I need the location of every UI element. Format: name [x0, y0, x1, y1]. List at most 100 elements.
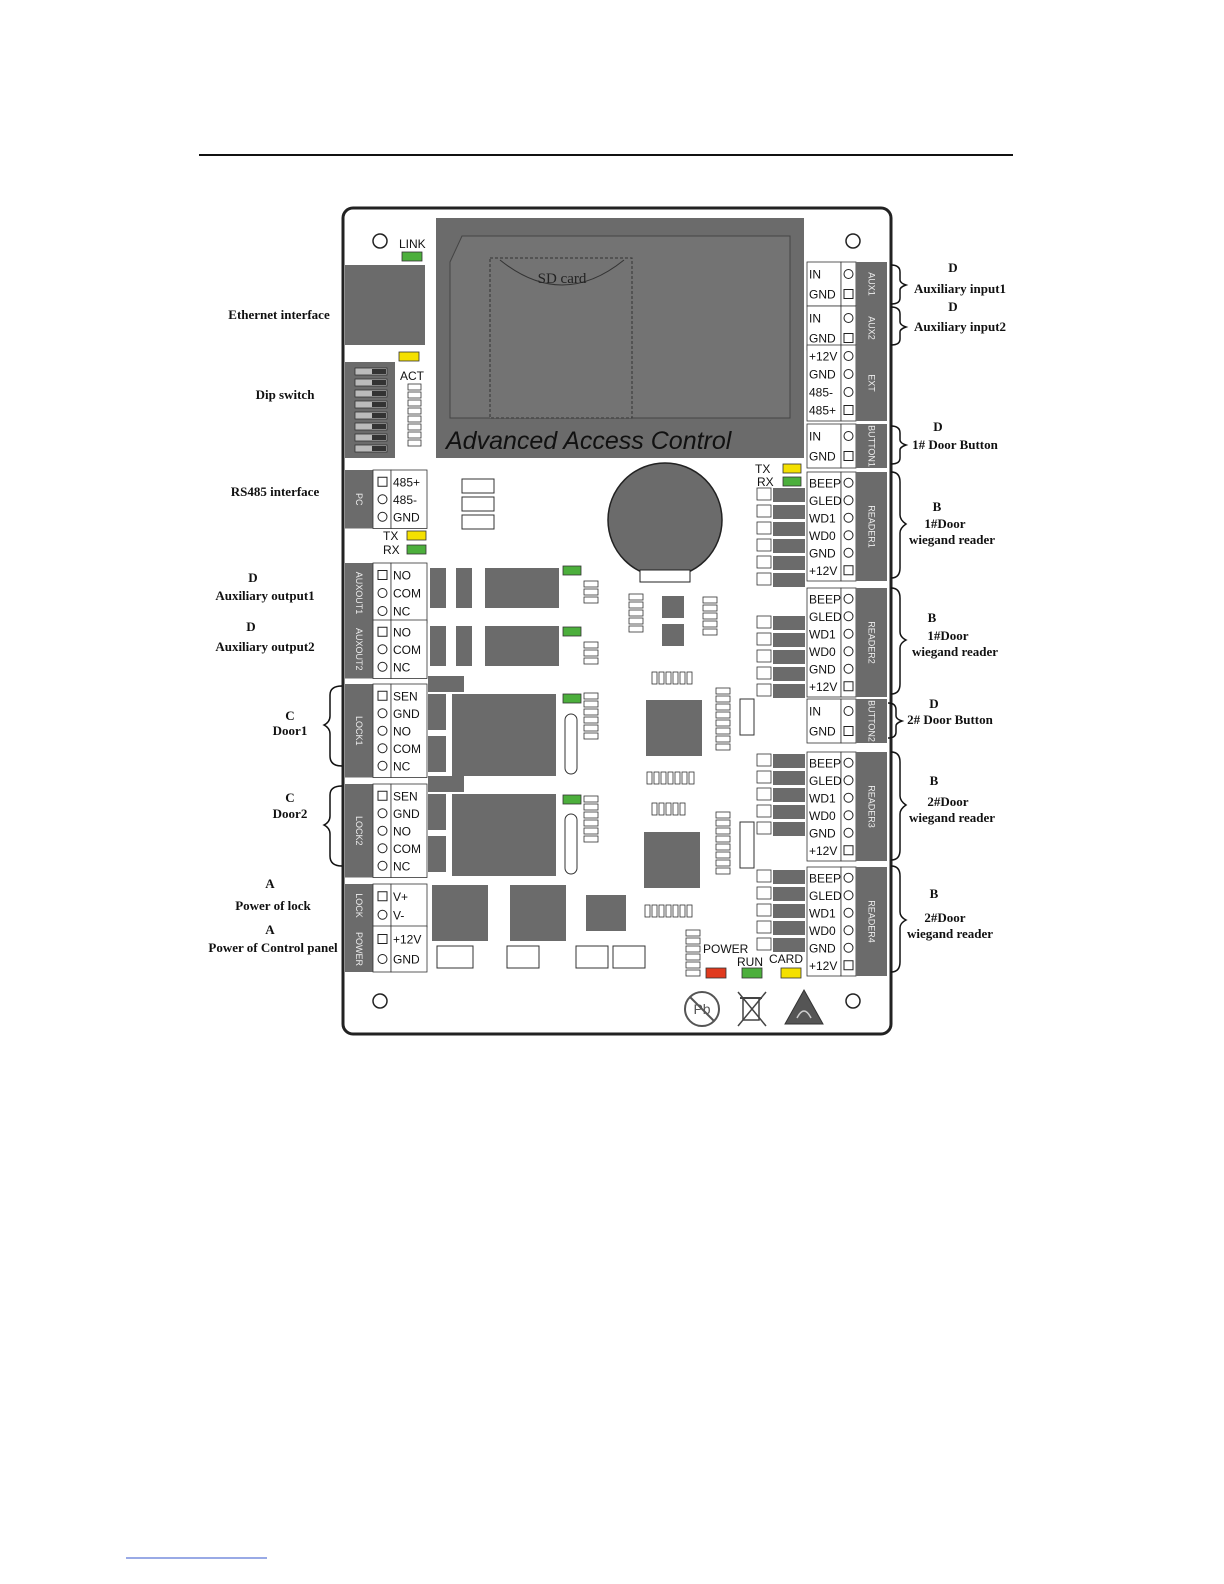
svg-text:Pb: Pb — [693, 1001, 710, 1017]
terminal-hole — [843, 646, 854, 657]
pad — [715, 719, 731, 727]
rx-led-label-left: RX — [383, 543, 400, 557]
terminal-hole — [843, 313, 854, 323]
terminal-square — [843, 681, 854, 692]
connector-tag-label: AUXOUT1 — [354, 572, 364, 615]
pin-label: GLED — [809, 494, 842, 508]
pin-label: GND — [809, 826, 836, 840]
pin-label: +12V — [809, 350, 837, 364]
terminal-square — [843, 726, 854, 736]
connector-tag-label: EXT — [867, 374, 877, 392]
pad — [583, 724, 599, 732]
board-title: Advanced Access Control — [444, 427, 733, 455]
dip-annotation: Dip switch — [256, 387, 316, 402]
pin-label: V- — [393, 908, 404, 922]
pad — [685, 929, 701, 937]
terminal-hole — [377, 843, 388, 854]
terminal-square — [377, 626, 388, 637]
pin-label: WD0 — [809, 645, 836, 659]
pad — [672, 802, 679, 816]
pad — [715, 743, 731, 751]
pad — [583, 692, 599, 700]
relay-auxout1 — [485, 568, 559, 608]
battery-clip — [639, 569, 691, 583]
lockpower-annotation: Power of lock — [235, 898, 311, 913]
terminal-hole — [843, 925, 854, 936]
pad — [407, 439, 422, 447]
pin-label: +12V — [393, 933, 421, 947]
run-led-label: RUN — [737, 955, 763, 969]
dip-lever — [354, 389, 388, 398]
tx-led-label-left: TX — [383, 529, 398, 543]
right-annotations: D Auxiliary input1 D Auxiliary input2 D … — [887, 260, 1006, 973]
pad — [658, 904, 665, 918]
terminal-hole — [377, 954, 388, 964]
pad — [583, 819, 599, 827]
connector-tag-label: POWER — [354, 932, 364, 967]
component — [436, 945, 474, 969]
component — [739, 698, 755, 736]
pin-label: IN — [809, 705, 821, 719]
power-led — [705, 967, 727, 979]
connector-tag-label: READER2 — [867, 621, 877, 664]
link-led-label: LINK — [399, 237, 426, 251]
pad — [756, 666, 772, 680]
mount-hole — [845, 993, 861, 1009]
pad — [644, 904, 651, 918]
component — [773, 539, 805, 553]
component — [773, 805, 805, 819]
btn1-annotation: 1# Door Button — [912, 437, 998, 452]
connector-tag-bg — [856, 306, 887, 350]
mount-hole — [372, 993, 388, 1009]
terminal-hole — [843, 431, 854, 441]
pad — [756, 632, 772, 646]
aux1-brace — [890, 264, 909, 305]
connector-tag-label: PC — [354, 493, 364, 506]
pin-label: GND — [809, 368, 836, 382]
pad — [672, 904, 679, 918]
lockpower-letter: A — [265, 876, 275, 891]
component — [773, 921, 805, 935]
terminal-hole — [843, 872, 854, 883]
terminal-hole — [843, 530, 854, 541]
r3-brace — [890, 751, 908, 861]
pin-label-box — [806, 866, 842, 977]
pad — [756, 787, 772, 801]
terminal-hole — [843, 792, 854, 803]
pin-label: BEEP — [809, 592, 841, 606]
r4-annotation-a: 2#Door — [924, 910, 965, 925]
relay-auxout2 — [485, 626, 559, 666]
pad — [681, 771, 688, 785]
pad — [628, 617, 644, 625]
aux2-letter: D — [948, 299, 957, 314]
sd-card-arc — [499, 259, 625, 286]
pad — [715, 727, 731, 735]
pin-label: GLED — [809, 610, 842, 624]
pin-label: NC — [393, 759, 411, 773]
pin-label: COM — [393, 587, 421, 601]
pad — [685, 937, 701, 945]
dip-lever — [354, 422, 388, 431]
pin-label: NO — [393, 625, 411, 639]
r1-letter: B — [933, 499, 942, 514]
auxout1-annotation: Auxiliary output1 — [215, 588, 314, 603]
component — [773, 522, 805, 536]
pin-label: GND — [809, 662, 836, 676]
connector-tag-label: READER1 — [867, 505, 877, 548]
terminal-square — [377, 790, 388, 801]
weee-bin-icon — [737, 991, 767, 1027]
terminal-strip — [372, 925, 392, 973]
terminal-square — [377, 570, 388, 580]
connector-tag-bg — [345, 684, 373, 778]
component — [773, 870, 805, 884]
pin-label-box — [806, 423, 842, 469]
pin-label: IN — [809, 312, 821, 326]
pin-label: IN — [809, 430, 821, 444]
tx-led-left — [406, 530, 427, 541]
right-connectors: AUX1INGNDAUX2INGNDEXT+12VGND485-485+BUTT… — [806, 261, 887, 977]
component — [430, 568, 446, 608]
